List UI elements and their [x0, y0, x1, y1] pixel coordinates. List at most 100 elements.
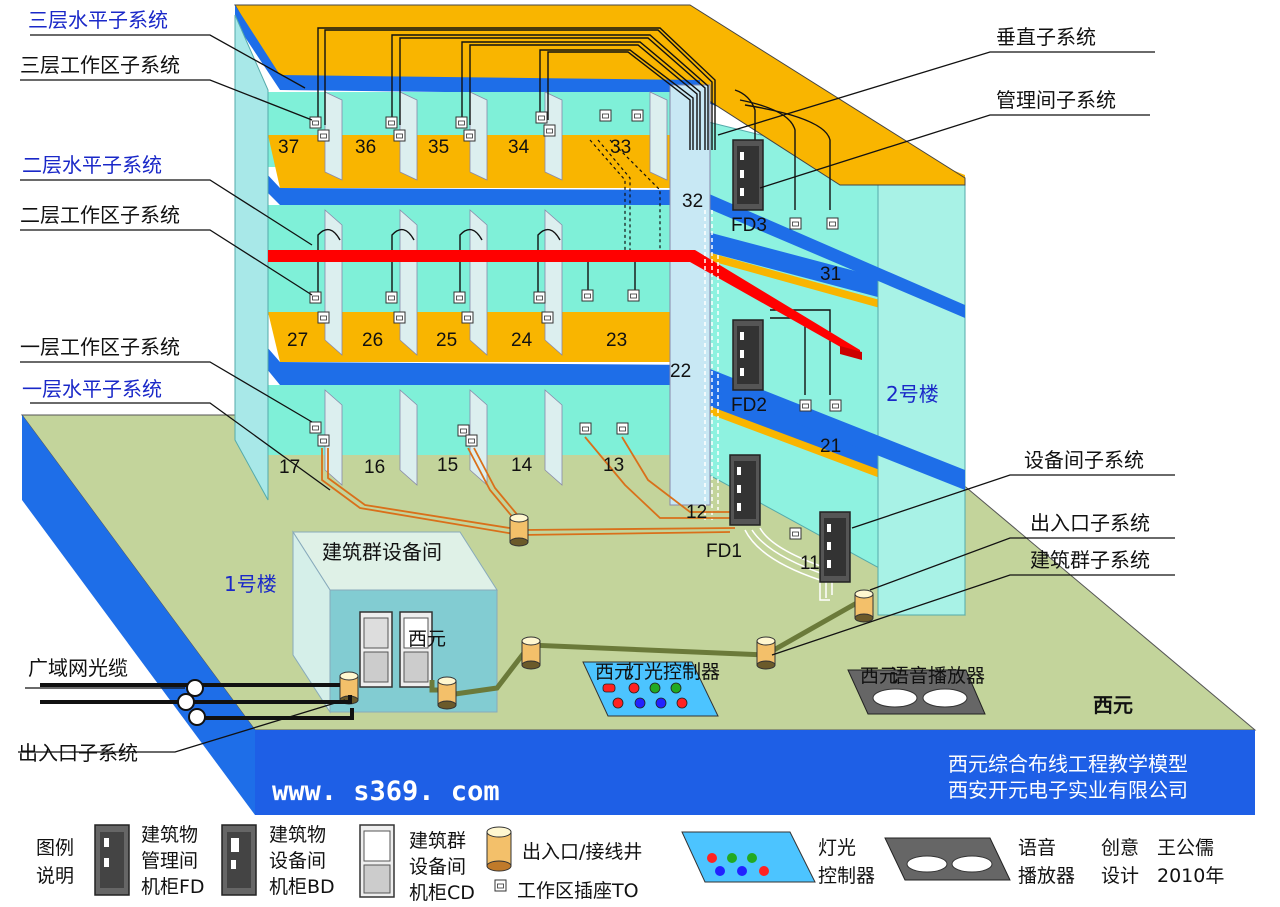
legend-title-2: 说明: [36, 865, 74, 887]
campus-room-label: 建筑群设备间: [322, 540, 442, 564]
vertical-shaft: [669, 84, 711, 506]
callout-entrance-left: 出入口子系统: [18, 741, 138, 765]
room-12: 12: [686, 502, 707, 523]
legend-audio-player-icon: [884, 837, 1011, 881]
room-37: 37: [278, 137, 299, 158]
cd-cabinet-1: [359, 611, 393, 688]
legend-cd-1: 建筑群: [409, 830, 466, 852]
building-2-label: 2号楼: [886, 382, 939, 406]
callout-management-room: 管理间子系统: [996, 88, 1116, 112]
legend-cd-cabinet-icon: [359, 824, 395, 898]
fd3-label: FD3: [731, 215, 767, 236]
callout-floor1-horizontal: 一层水平子系统: [22, 377, 162, 401]
room-33: 33: [610, 137, 631, 158]
legend-cd-2: 设备间: [409, 856, 466, 878]
callout-floor3-horizontal: 三层水平子系统: [28, 8, 168, 32]
fd2-label: FD2: [731, 395, 767, 416]
well-campus-2: [521, 636, 541, 670]
legend-bd-cabinet-icon: [221, 824, 257, 896]
callout-vertical: 垂直子系统: [996, 25, 1096, 49]
legend-title-1: 图例: [36, 837, 74, 859]
callout-floor2-horizontal: 二层水平子系统: [22, 153, 162, 177]
floor2-backbone-red: [268, 250, 860, 358]
legend-credit-a2: 设计: [1101, 865, 1139, 887]
fd1-cabinet: [729, 454, 761, 526]
base-front-face: [255, 730, 1255, 815]
callout-leaders: [18, 34, 1175, 753]
legend-well-icon: [486, 826, 512, 872]
backbone-red-end: [840, 346, 862, 360]
room-26: 26: [362, 330, 383, 351]
well-entrance-right: [854, 589, 874, 623]
b2-floor2-orange: [700, 250, 880, 308]
banner-line1: 西元综合布线工程教学模型: [948, 752, 1188, 776]
room-25: 25: [436, 330, 457, 351]
bd-cabinet: [819, 511, 851, 583]
fd2-cabinet: [732, 319, 764, 391]
brand-watermark: 西元: [1093, 693, 1133, 717]
room-13: 13: [603, 455, 624, 476]
audio-speaker-left: [872, 688, 918, 708]
callout-floor1-work-area: 一层工作区子系统: [20, 335, 180, 359]
floor3-cables: [317, 27, 831, 210]
b2-end-wall: [877, 184, 966, 616]
legend-fd-3: 机柜FD: [141, 876, 205, 898]
callout-equipment-room: 设备间子系统: [1024, 448, 1144, 472]
room-15: 15: [437, 455, 458, 476]
room-31: 31: [820, 264, 841, 285]
room-34: 34: [508, 137, 530, 158]
cd-cabinet-2: [399, 611, 433, 688]
legend-credit-a1: 创意: [1101, 837, 1139, 859]
room-16: 16: [364, 457, 385, 478]
legend-to: 工作区插座TO: [517, 880, 639, 902]
room-21: 21: [820, 436, 841, 457]
well-campus-3: [756, 636, 776, 670]
audio-player-brand: 西元: [860, 666, 898, 687]
wan-fiber-rings: [177, 679, 206, 726]
cd-cabinet-brand: 西元: [408, 629, 446, 650]
legend-fd-cabinet-icon: [94, 824, 130, 896]
room-32: 32: [682, 191, 703, 212]
legend-audio-1: 语音: [1018, 837, 1056, 859]
building-1-label: 1号楼: [224, 572, 277, 596]
floor3-floor: [268, 135, 670, 188]
callout-wan-fiber: 广域网光缆: [28, 656, 128, 680]
callout-floor3-work-area: 三层工作区子系统: [20, 53, 180, 77]
light-controller-brand: 西元: [595, 662, 633, 683]
room-23: 23: [606, 330, 627, 351]
legend-cd-3: 机柜CD: [409, 882, 475, 904]
legend-credit-b2: 2010年: [1157, 865, 1224, 887]
b2-floor1-orange: [680, 395, 880, 478]
room-22: 22: [670, 361, 691, 382]
room-24: 24: [511, 330, 533, 351]
legend-light-1: 灯光: [818, 837, 856, 859]
room-numbers: 37 36 35 34 33 32 31 27 26 25 24 23 22 2…: [278, 137, 841, 574]
callout-floor2-work-area: 二层工作区子系统: [20, 203, 180, 227]
room-14: 14: [511, 455, 533, 476]
legend-light-2: 控制器: [818, 865, 875, 887]
legend-audio-2: 播放器: [1018, 865, 1075, 887]
audio-speaker-right: [922, 688, 968, 708]
callout-campus: 建筑群子系统: [1030, 548, 1150, 572]
room-17: 17: [279, 457, 300, 478]
legend-credit-b1: 王公儒: [1157, 837, 1214, 859]
room-36: 36: [355, 137, 376, 158]
banner-url: www. s369. com: [272, 776, 500, 807]
floor3-slab-top: [235, 5, 700, 95]
floor3-dotted-cables: [589, 139, 661, 260]
legend-to-icon: [494, 879, 507, 892]
legend-fd-2: 管理间: [141, 850, 198, 872]
legend-light-controller-icon: [681, 831, 816, 883]
room-35: 35: [428, 137, 449, 158]
light-controller-buttons: [602, 682, 688, 709]
well-campus-1: [437, 676, 457, 710]
callout-entrance-right: 出入口子系统: [1030, 511, 1150, 535]
fd3-cabinet: [732, 139, 764, 211]
audio-player-title: 语音播放器: [890, 665, 985, 687]
well-b1-floor1: [509, 513, 529, 547]
room-27: 27: [287, 330, 308, 351]
floor3-partitions: [324, 91, 668, 181]
fd1-label: FD1: [706, 541, 742, 562]
banner-line2: 西安开元电子实业有限公司: [948, 778, 1188, 802]
